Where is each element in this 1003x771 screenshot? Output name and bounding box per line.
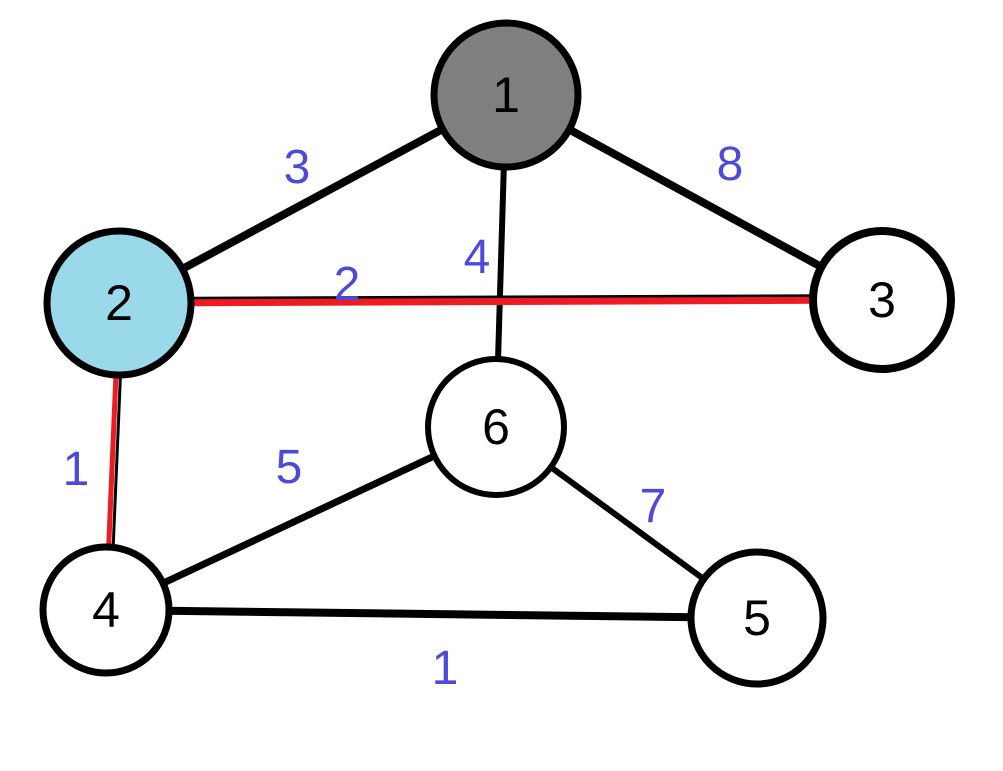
edge-1-2-weight: 3 [284, 141, 311, 194]
edge-4-5-weight: 1 [432, 642, 459, 695]
edge-underlay-2-3 [118, 294, 882, 301]
edge-4-5 [105, 606, 758, 622]
edge-2-4-weight: 1 [63, 443, 90, 496]
node-4 [39, 543, 173, 677]
node-5-label: 5 [743, 590, 771, 646]
node-3-label: 3 [868, 272, 896, 328]
node-4-label: 4 [92, 582, 120, 638]
node-2-label: 2 [105, 275, 133, 331]
edge-4-6 [104, 423, 498, 614]
edge-1-6-weight: 4 [464, 231, 491, 284]
node-1 [430, 19, 582, 171]
edge-5-6-weight: 7 [640, 480, 667, 533]
node-6-label: 6 [482, 399, 510, 455]
node-6 [425, 356, 567, 498]
node-2 [43, 227, 195, 379]
node-1-label: 1 [492, 67, 520, 123]
edge-2-3-weight: 2 [334, 258, 361, 311]
node-3 [809, 227, 955, 373]
edge-4-6-weight: 5 [276, 441, 303, 494]
node-5 [687, 548, 827, 688]
edge-1-3-weight: 8 [717, 138, 744, 191]
edge-2-3 [118, 296, 883, 307]
